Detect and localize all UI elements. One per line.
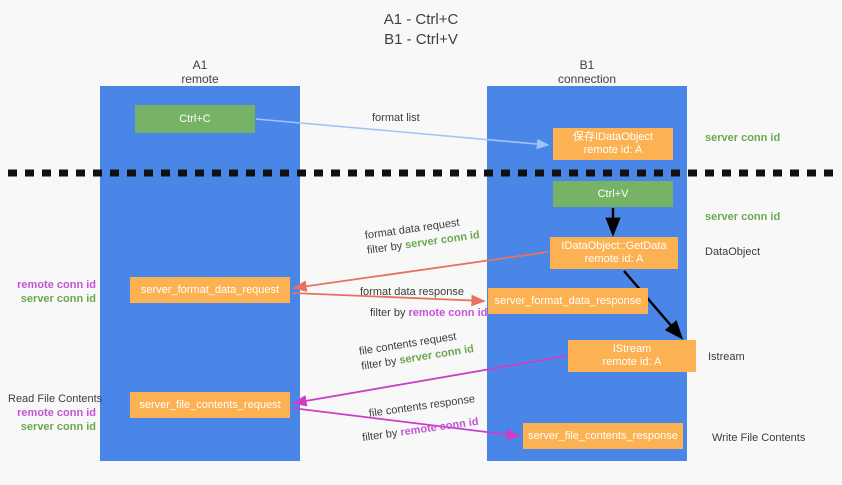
box-server-format-data-response-label: server_format_data_response [494, 294, 642, 307]
box-ctrl-c[interactable]: Ctrl+C [135, 105, 255, 133]
box-server-file-contents-response-label: server_file_contents_response [528, 429, 678, 442]
box-save-idataobject-line1: 保存IDataObject [572, 131, 654, 143]
arrow-label-format-list: format list [372, 112, 420, 124]
label-write-file-contents: Write File Contents [712, 432, 806, 444]
column-header-b1: B1 connection [487, 58, 687, 86]
label-remote-conn-id-1: remote conn id [17, 279, 96, 291]
label-left-conn-ids-file: remote conn id server conn id [8, 406, 96, 434]
filter-prefix: filter by [366, 239, 407, 257]
label-server-conn-id-mid: server conn id [705, 211, 781, 223]
arrow-label-format-data-request: format data request filter by server con… [364, 213, 481, 259]
box-server-format-data-response[interactable]: server_format_data_response [488, 288, 648, 314]
label-istream: Istream [708, 351, 745, 363]
box-istream[interactable]: IStream remote id: A [568, 340, 696, 372]
box-idataobject-getdata-line2: remote id: A [584, 253, 644, 265]
box-server-format-data-request-label: server_format_data_request [140, 283, 280, 296]
box-istream-line1: IStream [612, 343, 652, 355]
page-title: A1 - Ctrl+C B1 - Ctrl+V [0, 10, 842, 50]
label-left-conn-ids-format: remote conn id server conn id [8, 278, 96, 306]
box-save-idataobject[interactable]: 保存IDataObject remote id: A [553, 128, 673, 160]
box-ctrl-c-label: Ctrl+C [179, 112, 211, 125]
label-remote-conn-id-2: remote conn id [17, 407, 96, 419]
box-ctrl-v[interactable]: Ctrl+V [553, 181, 673, 207]
box-idataobject-getdata-line1: IDataObject::GetData [561, 240, 667, 252]
box-server-file-contents-response[interactable]: server_file_contents_response [523, 423, 683, 449]
label-read-file-contents-group: Read File Contents [8, 392, 118, 406]
title-line-1: A1 - Ctrl+C [383, 11, 459, 28]
filter-prefix: filter by [370, 307, 409, 319]
title-line-2: B1 - Ctrl+V [384, 31, 458, 48]
column-b1-role: connection [557, 72, 617, 86]
label-server-conn-id-top: server conn id [705, 132, 781, 144]
column-b1-name: B1 [579, 58, 595, 72]
arrow-label-format-data-response: format data response filter by remote co… [360, 285, 487, 321]
column-a1-role: remote [181, 72, 219, 86]
label-dataobject: DataObject [705, 246, 761, 258]
label-server-conn-id-2: server conn id [20, 421, 96, 433]
column-a1-name: A1 [192, 58, 208, 72]
box-istream-line2: remote id: A [602, 356, 662, 368]
column-header-a1: A1 remote [100, 58, 300, 86]
box-ctrl-v-label: Ctrl+V [597, 187, 629, 200]
label-server-conn-id-1: server conn id [20, 293, 96, 305]
filter-prefix: filter by [361, 426, 402, 445]
box-server-format-data-request[interactable]: server_format_data_request [130, 277, 290, 303]
box-idataobject-getdata[interactable]: IDataObject::GetData remote id: A [550, 237, 678, 269]
box-server-file-contents-request[interactable]: server_file_contents_request [130, 392, 290, 418]
arrow-label-file-contents-request: file contents request filter by server c… [358, 327, 475, 374]
filter-value-remote-conn-id: remote conn id [399, 415, 480, 439]
arrow-label-format-data-response-main: format data response [360, 286, 464, 298]
arrow-label-file-contents-response: file contents response filter by remote … [361, 392, 480, 445]
box-save-idataobject-line2: remote id: A [583, 144, 643, 156]
filter-value-remote-conn-id: remote conn id [408, 307, 488, 319]
box-server-file-contents-request-label: server_file_contents_request [139, 398, 281, 411]
label-read-file-contents: Read File Contents [8, 393, 103, 405]
arrow-label-format-data-response-filter: filter by remote conn id [370, 306, 487, 321]
